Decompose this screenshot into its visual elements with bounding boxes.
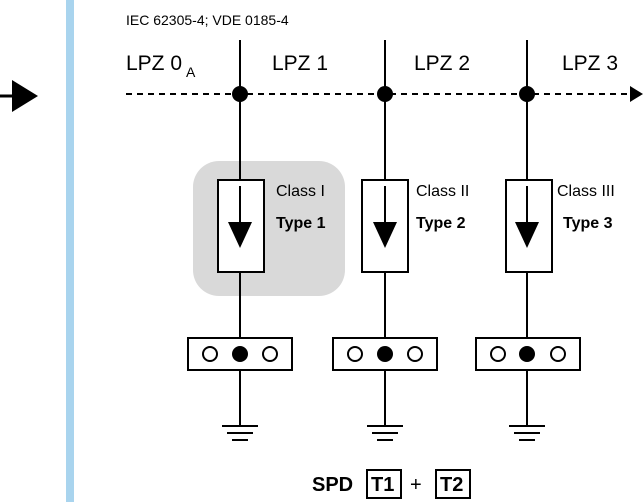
zone-label-lpz0a-main: LPZ 0 [126, 52, 182, 75]
standard-text: IEC 62305-4; VDE 0185-4 [126, 12, 289, 28]
terminal-node-icon [519, 346, 535, 362]
left-arrow-icon [0, 80, 38, 112]
footer-badge-1-box [366, 469, 402, 499]
spd-column-3: Class III Type 3 [475, 86, 615, 441]
ground-icon [509, 425, 545, 441]
ground-icon [222, 425, 258, 441]
footer-plus: + [410, 474, 422, 496]
spd-class-label-3: Class III [557, 183, 615, 200]
terminal-open-icon [490, 346, 506, 362]
terminal-open-icon [407, 346, 423, 362]
terminal-node-icon [232, 346, 248, 362]
spd-type-label-1: Type 1 [276, 215, 326, 232]
terminal-open-icon [347, 346, 363, 362]
spd-type-label-3: Type 3 [563, 215, 613, 232]
down-arrow-icon [515, 222, 539, 248]
footer-badge-2-box [435, 469, 471, 499]
terminal-open-icon [262, 346, 278, 362]
zone-label-lpz0a-subscript: A [186, 64, 196, 80]
ground-icon [367, 425, 403, 441]
zone-label-lpz3: LPZ 3 [562, 52, 618, 75]
bus-arrow-icon [630, 86, 643, 102]
footer-prefix: SPD [312, 474, 353, 496]
down-arrow-icon [228, 222, 252, 248]
spd-class-label-1: Class I [276, 183, 325, 200]
zone-label-lpz2: LPZ 2 [414, 52, 470, 75]
spd-column-1: Class I Type 1 [187, 86, 326, 441]
terminal-node-icon [377, 346, 393, 362]
spd-column-2: Class II Type 2 [332, 86, 469, 441]
spd-type-label-2: Type 2 [416, 215, 466, 232]
down-arrow-icon [373, 222, 397, 248]
sidebar-bar [66, 0, 74, 502]
spd-footer-formula: SPD T1 + T2 [312, 469, 471, 499]
terminal-open-icon [550, 346, 566, 362]
zone-label-lpz1: LPZ 1 [272, 52, 328, 75]
terminal-open-icon [202, 346, 218, 362]
footer-badge-1: T1 [371, 474, 394, 496]
spd-class-label-2: Class II [416, 183, 469, 200]
footer-badge-2: T2 [440, 474, 463, 496]
